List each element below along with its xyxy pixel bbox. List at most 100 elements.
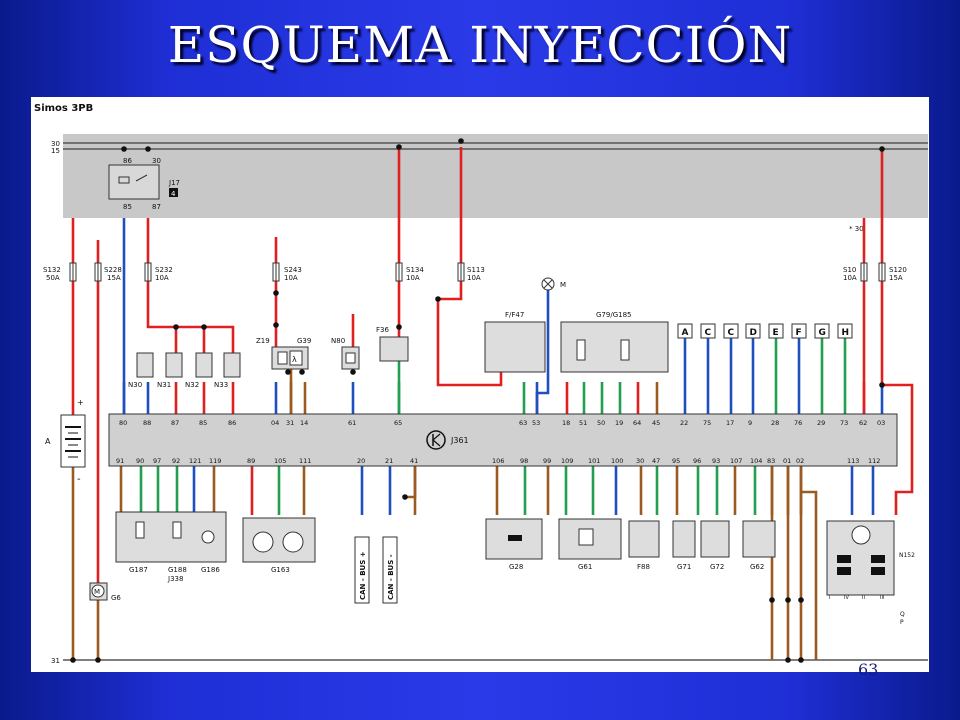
- junction-dot: [879, 146, 885, 152]
- junction-dot: [785, 657, 791, 663]
- ecu-top-pin-label: 73: [840, 419, 848, 427]
- svg-text:F/F47: F/F47: [505, 311, 524, 319]
- label-g39: G39: [297, 337, 311, 345]
- junction-dot: [173, 324, 179, 330]
- ecu-top-pin-label: 50: [597, 419, 605, 427]
- svg-text:F88: F88: [637, 563, 650, 571]
- junction-dot: [95, 657, 101, 663]
- ecu-bottom-pin-label: 91: [116, 457, 124, 465]
- junction-dot: [396, 144, 402, 150]
- fuse-box-band: [63, 134, 928, 218]
- svg-text:G79/G185: G79/G185: [596, 311, 631, 319]
- ecu-top-pin-label: 63: [519, 419, 527, 427]
- wiring-diagram-svg: Simos 3PB 30 15 31 86 30 85 87 J17 4 S13…: [34, 103, 928, 665]
- rail-31-label: 31: [51, 657, 60, 665]
- junction-dot: [273, 322, 279, 328]
- junction-dot: [201, 324, 207, 330]
- fuse-s228: S228: [104, 266, 122, 274]
- pedal-sensor-g79-g185: G79/G185: [560, 311, 669, 373]
- svg-text:15A: 15A: [107, 274, 121, 282]
- ignition-module-n152: N152 I IV II III Q P: [826, 520, 915, 626]
- knock-sensor-g28: G28: [485, 518, 543, 571]
- ecu-top-pin-label: 85: [199, 419, 207, 427]
- connector-box: [814, 323, 830, 339]
- svg-text:G61: G61: [578, 563, 592, 571]
- connector-label: F: [796, 328, 802, 338]
- ecu-top-pin-label: 9: [748, 419, 752, 427]
- clutch-switch-f36: F36: [376, 326, 409, 362]
- ecu-top-pin-label: 61: [348, 419, 356, 427]
- ecu-bottom-pin-label: 99: [543, 457, 551, 465]
- wire: [146, 218, 235, 353]
- ecu-top-pin-label: 75: [703, 419, 711, 427]
- junction-dot: [402, 494, 408, 500]
- svg-text:N80: N80: [331, 337, 345, 345]
- svg-text:G187: G187: [129, 566, 148, 574]
- junction-dot: [798, 597, 804, 603]
- page-number: 63: [858, 660, 879, 679]
- ecu-bottom-pin-label: 104: [750, 457, 762, 465]
- fuse-labels: S132 50A S228 15A S232 10A S243 10A S134…: [43, 225, 907, 282]
- ecu-top-pin-label: 22: [680, 419, 688, 427]
- svg-text:II: II: [862, 595, 865, 601]
- wire: [405, 466, 417, 499]
- fuse-s243: S243: [284, 266, 302, 274]
- ecu-bottom-pin-label: 92: [172, 457, 180, 465]
- svg-text:30: 30: [152, 157, 161, 165]
- junction-dot: [435, 296, 441, 302]
- relay-label: J17: [168, 179, 180, 187]
- svg-text:G186: G186: [201, 566, 220, 574]
- junction-dot: [285, 369, 291, 375]
- ecu-top-pin-label: 87: [171, 419, 179, 427]
- ecu-top-pin-label: 29: [817, 419, 825, 427]
- fuse-s120: S120: [889, 266, 907, 274]
- ecu-top-pin-label: 31: [286, 419, 294, 427]
- connector-box: [768, 323, 784, 339]
- svg-text:+: +: [77, 398, 84, 407]
- svg-text:86: 86: [123, 157, 132, 165]
- connector-box: [745, 323, 761, 339]
- connector-label: E: [773, 328, 779, 338]
- connector-box: [837, 323, 853, 339]
- ecu-bottom-pin-label: 89: [247, 457, 255, 465]
- junction-dot: [70, 657, 76, 663]
- connector-box: [791, 323, 807, 339]
- svg-text:IV: IV: [844, 595, 849, 601]
- svg-text:50A: 50A: [46, 274, 60, 282]
- rail-30-label: 30: [51, 140, 60, 148]
- ecu-bottom-pin-label: 30: [636, 457, 644, 465]
- svg-text:10A: 10A: [843, 274, 857, 282]
- injector-n32: N32: [185, 381, 199, 389]
- junction-dot: [273, 290, 279, 296]
- svg-text:10A: 10A: [406, 274, 420, 282]
- ecu-j361: J361: [108, 413, 898, 467]
- knock-sensor-g61: G61: [558, 518, 622, 571]
- svg-text:G163: G163: [271, 566, 290, 574]
- ecu-top-pin-label: 76: [794, 419, 802, 427]
- ecu-top-pin-label: 17: [726, 419, 734, 427]
- ecu-bottom-pin-label: 47: [652, 457, 660, 465]
- svg-text:4: 4: [171, 190, 176, 198]
- relay-j17: 86 30 85 87 J17 4: [108, 157, 180, 211]
- sensor-g72: G72: [700, 520, 730, 571]
- svg-text:J338: J338: [167, 575, 183, 583]
- fuse-symbols: [69, 262, 886, 282]
- fuse-s113: S113: [467, 266, 485, 274]
- wire: [800, 490, 818, 660]
- label-z19: Z19: [256, 337, 270, 345]
- svg-text:M: M: [560, 281, 566, 289]
- wiring-diagram: Simos 3PB 30 15 31 86 30 85 87 J17 4 S13…: [31, 97, 929, 672]
- ecu-top-pin-label: 51: [579, 419, 587, 427]
- connector-label: C: [728, 328, 735, 338]
- svg-text:F36: F36: [376, 326, 389, 334]
- svg-text:10A: 10A: [155, 274, 169, 282]
- ecu-bottom-pin-label: 101: [588, 457, 600, 465]
- connector-box: [700, 323, 716, 339]
- junction-dot: [458, 138, 464, 144]
- ecu-bottom-pin-label: 119: [209, 457, 221, 465]
- ecu-top-pin-label: 53: [532, 419, 540, 427]
- junction-dot: [879, 382, 885, 388]
- ecu-label: J361: [450, 436, 469, 445]
- lambda-probe-g39: λ Z19 G39: [256, 337, 311, 370]
- injectors: N30 N31 N32 N33: [128, 352, 241, 389]
